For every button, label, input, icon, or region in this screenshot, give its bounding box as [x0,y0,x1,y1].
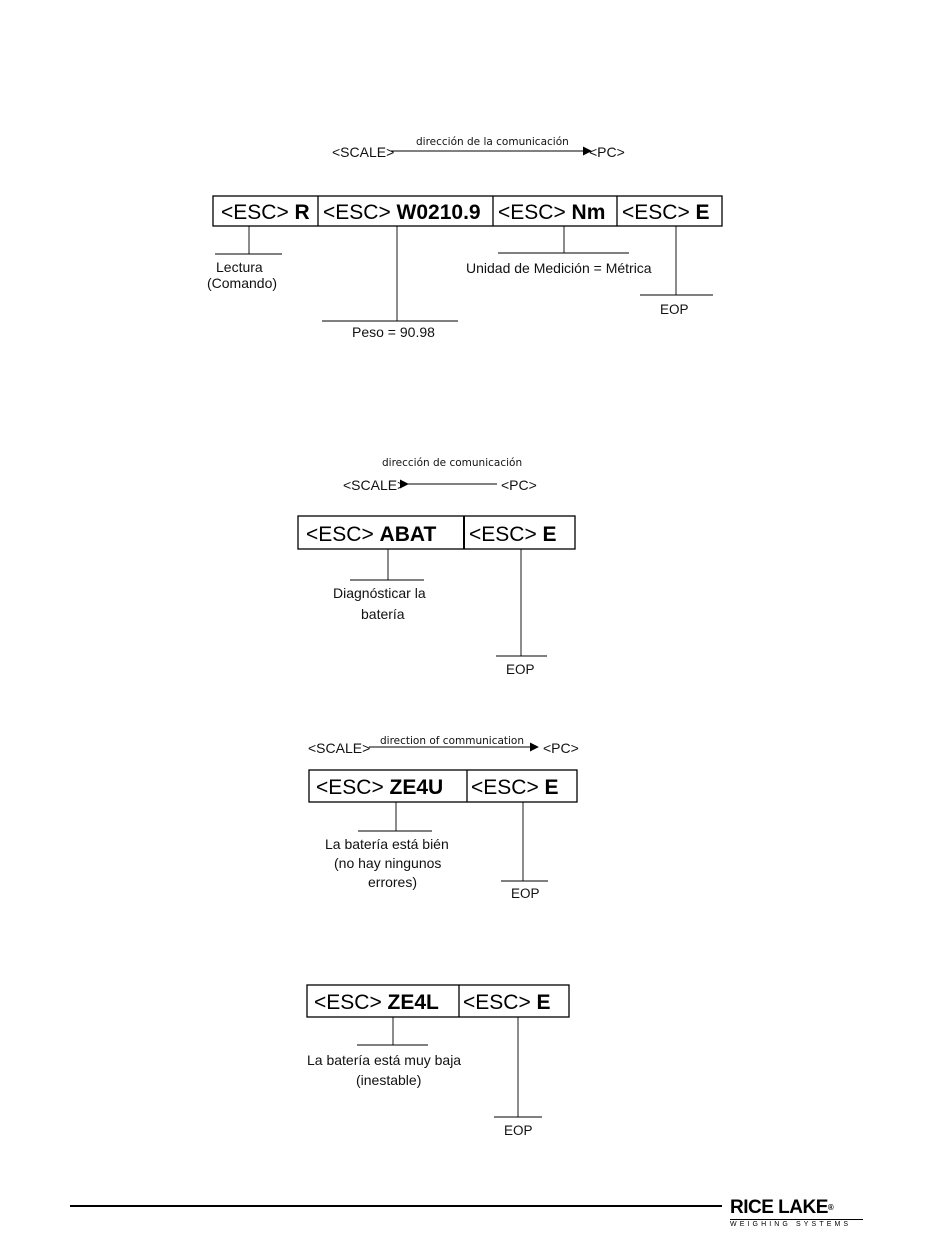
packet-segment: <ESC> E [471,776,559,799]
source-label: <SCALE> [332,144,394,160]
packet-box [297,515,576,550]
callout-label: Peso = 90.98 [352,324,435,340]
dest-label: <PC> [589,144,625,160]
packet-segment: <ESC> E [463,991,551,1014]
packet-3: <ESC> ZE4U <ESC> E [308,769,578,803]
callouts-4: La batería está muy baja (inestable) EOP [307,1017,542,1138]
logo-registered: ® [827,1203,834,1212]
diagram-3: <SCALE> direction of communication <PC> … [308,735,579,901]
packet-segment: <ESC> ABAT [306,523,436,546]
callout-label: (inestable) [356,1072,421,1088]
callouts-3: La batería está bién (no hay ningunos er… [325,802,548,901]
packet-box [308,769,578,803]
direction-1: <SCALE> dirección de la comunicación <PC… [332,136,625,160]
callout-label: errores) [368,874,417,890]
packet-segment: <ESC> R [221,201,310,224]
callouts-2: Diagnósticar la batería EOP [333,549,547,677]
eop-label: EOP [504,1123,533,1138]
callout-label: batería [361,606,405,622]
diagram-4: <ESC> ZE4L <ESC> E La batería está muy b… [306,984,570,1138]
rice-lake-logo: RICE LAKE® WEIGHING SYSTEMS [730,1198,870,1230]
packet-segment: <ESC> W0210.9 [323,201,481,224]
callout-label: Diagnósticar la [333,585,426,601]
eop-label: EOP [511,886,540,901]
eop-label: EOP [660,302,689,317]
packet-box [212,195,723,227]
diagram-2: dirección de comunicación <SCALE> <PC> <… [297,457,576,677]
dest-label: <PC> [501,477,537,493]
footer-rule [70,1205,722,1207]
direction-3: <SCALE> direction of communication <PC> [308,735,579,756]
callout-label: Lectura [216,259,263,275]
direction-label: dirección de comunicación [382,457,522,469]
direction-2: dirección de comunicación <SCALE> <PC> [343,457,537,493]
packet-1: <ESC> R <ESC> W0210.9 <ESC> Nm <ESC> E [212,195,723,227]
packet-segment: <ESC> ZE4L [314,991,439,1014]
dest-label: <PC> [543,740,579,756]
callout-label: La batería está muy baja [307,1052,461,1068]
source-label: <SCALE> [308,740,370,756]
callouts-1: Lectura (Comando) Peso = 90.98 Unidad de… [207,226,713,340]
packet-segment: <ESC> E [622,201,710,224]
diagram-1: <SCALE> dirección de la comunicación <PC… [207,136,723,340]
packet-segment: <ESC> Nm [498,201,605,224]
direction-label: dirección de la comunicación [416,136,569,148]
packet-box [306,984,570,1018]
packet-segment: <ESC> E [469,523,557,546]
callout-label: (no hay ningunos [334,855,441,871]
source-label: <SCALE> [343,477,405,493]
direction-label: direction of communication [380,735,524,747]
packet-segment: <ESC> ZE4U [316,776,443,799]
logo-tagline: WEIGHING SYSTEMS [730,1221,852,1228]
callout-label: La batería está bién [325,836,449,852]
eop-label: EOP [506,662,535,677]
callout-label: Unidad de Medición = Métrica [466,260,652,276]
callout-label: (Comando) [207,275,277,291]
packet-4: <ESC> ZE4L <ESC> E [306,984,570,1018]
logo-wordmark: RICE LAKE [730,1197,828,1218]
packet-2: <ESC> ABAT <ESC> E [297,515,576,550]
